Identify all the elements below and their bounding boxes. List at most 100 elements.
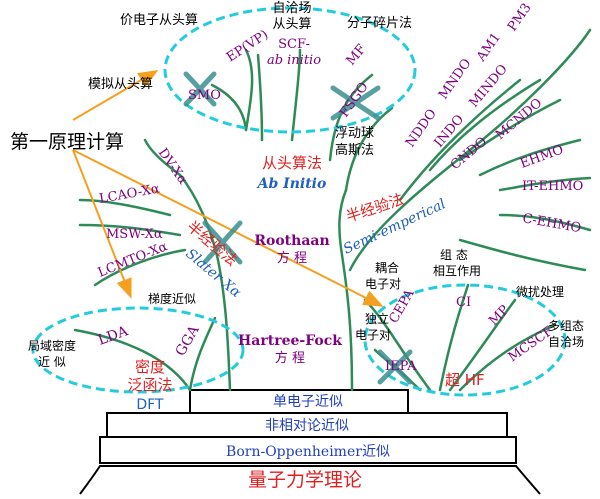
branch-semi-main xyxy=(348,28,592,272)
branch-scf2 xyxy=(290,48,302,142)
mc-label-2: 自洽场 xyxy=(548,335,584,349)
slater-lcao: LCAO-Xα xyxy=(98,182,161,207)
first-principles-label: 第一原理计算 xyxy=(10,131,124,153)
frag-label: 分子碎片法 xyxy=(347,16,412,31)
foundation: 单电子近似 非相对论近似 Born-Oppenheimer近似 量子力学理论 xyxy=(79,389,541,495)
orange-arrows xyxy=(72,69,384,307)
branch-mp xyxy=(448,298,517,392)
ab-initio-en: Ab Initio xyxy=(256,176,327,192)
bo-approx-box xyxy=(99,436,517,464)
slater-msw: MSW-Xα xyxy=(106,227,163,242)
nonrel-label: 非相对论近似 xyxy=(265,418,349,434)
branch-semi-e xyxy=(498,176,592,192)
ci-label-group: 组 态 相互作用 xyxy=(433,248,481,278)
arrow-to-dft xyxy=(72,149,132,299)
branch-dv xyxy=(143,138,182,177)
branch-fsgo xyxy=(344,106,394,192)
ci-label-1: 组 态 xyxy=(440,248,468,262)
dft-zh-2: 泛函法 xyxy=(127,376,172,394)
slater-dv: DV-Xα xyxy=(155,146,191,188)
nonrel-approx-box xyxy=(106,412,508,438)
ab-initio-zh: 从头算法 xyxy=(262,154,322,172)
branch-mcscf xyxy=(458,323,557,392)
mc-label-1: 多组态 xyxy=(548,319,584,333)
gradient-approx-label: 梯度近似 xyxy=(148,291,196,306)
trunk-right-edge xyxy=(338,188,354,392)
branch-lcmto xyxy=(93,248,187,287)
model-label: 模拟从头算 xyxy=(88,77,153,92)
ep-vp-label: EP(VP) xyxy=(224,27,271,65)
local-density-2: 近 似 xyxy=(38,355,66,369)
branch-semi-a xyxy=(398,78,522,202)
branch-lcao xyxy=(78,198,172,217)
semi-ehmo: EHMO xyxy=(518,142,565,171)
branch-semi-f xyxy=(498,213,592,232)
arrow-to-post-hf xyxy=(72,149,384,307)
scf-label: SCF- xyxy=(278,37,310,52)
cross-marks xyxy=(183,71,413,385)
fsgo-label-group: 浮动球 高斯法 xyxy=(335,126,374,158)
semi-mndo: MNDO xyxy=(436,56,475,102)
dft-zh-group: 密度 泛函法 xyxy=(127,358,172,394)
dft-zh-1: 密度 xyxy=(135,358,165,376)
mp-label: MP xyxy=(486,302,512,328)
cross-slater-b xyxy=(202,220,243,265)
coupled-pair-group: 耦合 电子对 xyxy=(365,260,401,291)
branch-msw xyxy=(78,223,182,237)
cross-iepa-b xyxy=(377,349,413,385)
mp-desc-label: 微扰处理 xyxy=(516,285,564,299)
diagram-title: 量子力学理论 xyxy=(248,469,362,491)
semi-it-ehmo: IT-EHMO xyxy=(522,179,583,194)
branch-semi-b xyxy=(428,78,542,172)
slater-lcmto: LCMTO-Xα xyxy=(96,239,170,281)
fsgo-label: FSGO xyxy=(337,80,372,121)
arrow-to-ab-initio xyxy=(72,69,159,121)
slater-branch-labels: DV-Xα LCAO-Xα MSW-Xα LCMTO-Xα xyxy=(96,146,190,281)
tree-branches xyxy=(73,28,592,392)
val-electron-label: 价电子从头算 xyxy=(120,13,198,28)
grouping-ellipses xyxy=(31,6,567,397)
coupled-pair-1: 耦合 xyxy=(375,260,399,275)
fsgo-label-2: 高斯法 xyxy=(335,142,374,158)
semi-cndo: CNDO xyxy=(448,134,490,173)
branch-semi-g xyxy=(458,238,587,272)
ellipse-post-hf xyxy=(363,283,567,397)
branch-gga xyxy=(188,316,217,392)
semi-c-ehmo: C-EHMO xyxy=(521,211,582,236)
semi-mcndo: MCNDO xyxy=(493,96,545,143)
scf-italic-label: ab initio xyxy=(267,53,321,68)
cross-smo-b xyxy=(183,71,217,107)
mf-label: MF xyxy=(344,42,370,69)
scf-ab-label-2: 从头算 xyxy=(272,17,311,32)
ci-label: CI xyxy=(456,295,471,310)
indep-pair-2: 电子对 xyxy=(355,328,391,342)
foundation-base-line xyxy=(79,465,541,495)
fsgo-label-1: 浮动球 xyxy=(335,126,374,141)
iepa-label: IEPA xyxy=(385,359,417,374)
smo-label: SMO xyxy=(188,88,221,103)
cepa-label: CEPA xyxy=(386,286,417,326)
single-electron-label: 单电子近似 xyxy=(273,394,343,410)
ci-label-2: 相互作用 xyxy=(433,264,481,278)
roothaan-sub: 方 程 xyxy=(277,250,307,266)
ellipse-dft xyxy=(31,306,245,394)
ellipse-ab-initio xyxy=(163,6,417,134)
indep-pair-group: 独立 电子对 xyxy=(355,311,391,342)
scf-ab-label-1: 自洽场 xyxy=(272,1,311,16)
single-electron-box xyxy=(189,389,409,414)
mc-label-group: 多组态 自洽场 xyxy=(548,319,584,349)
branch-ci xyxy=(438,283,470,392)
dft-en: DFT xyxy=(136,397,164,413)
indep-pair-1: 独立 xyxy=(365,311,389,326)
local-density-1: 局域密度 xyxy=(28,338,76,353)
bo-label: Born-Oppenheimer近似 xyxy=(226,444,390,460)
trunk-left-edge xyxy=(178,173,232,392)
branch-semi-c xyxy=(458,98,562,162)
coupled-pair-2: 电子对 xyxy=(365,277,401,291)
local-density-label-group: 局域密度 近 似 xyxy=(28,338,76,369)
cross-fsgo-b xyxy=(330,85,381,121)
branch-semi-d xyxy=(478,138,582,177)
post-hf-zh: 超 HF xyxy=(445,371,485,389)
hf-label: Hartree-Fock xyxy=(238,333,342,349)
